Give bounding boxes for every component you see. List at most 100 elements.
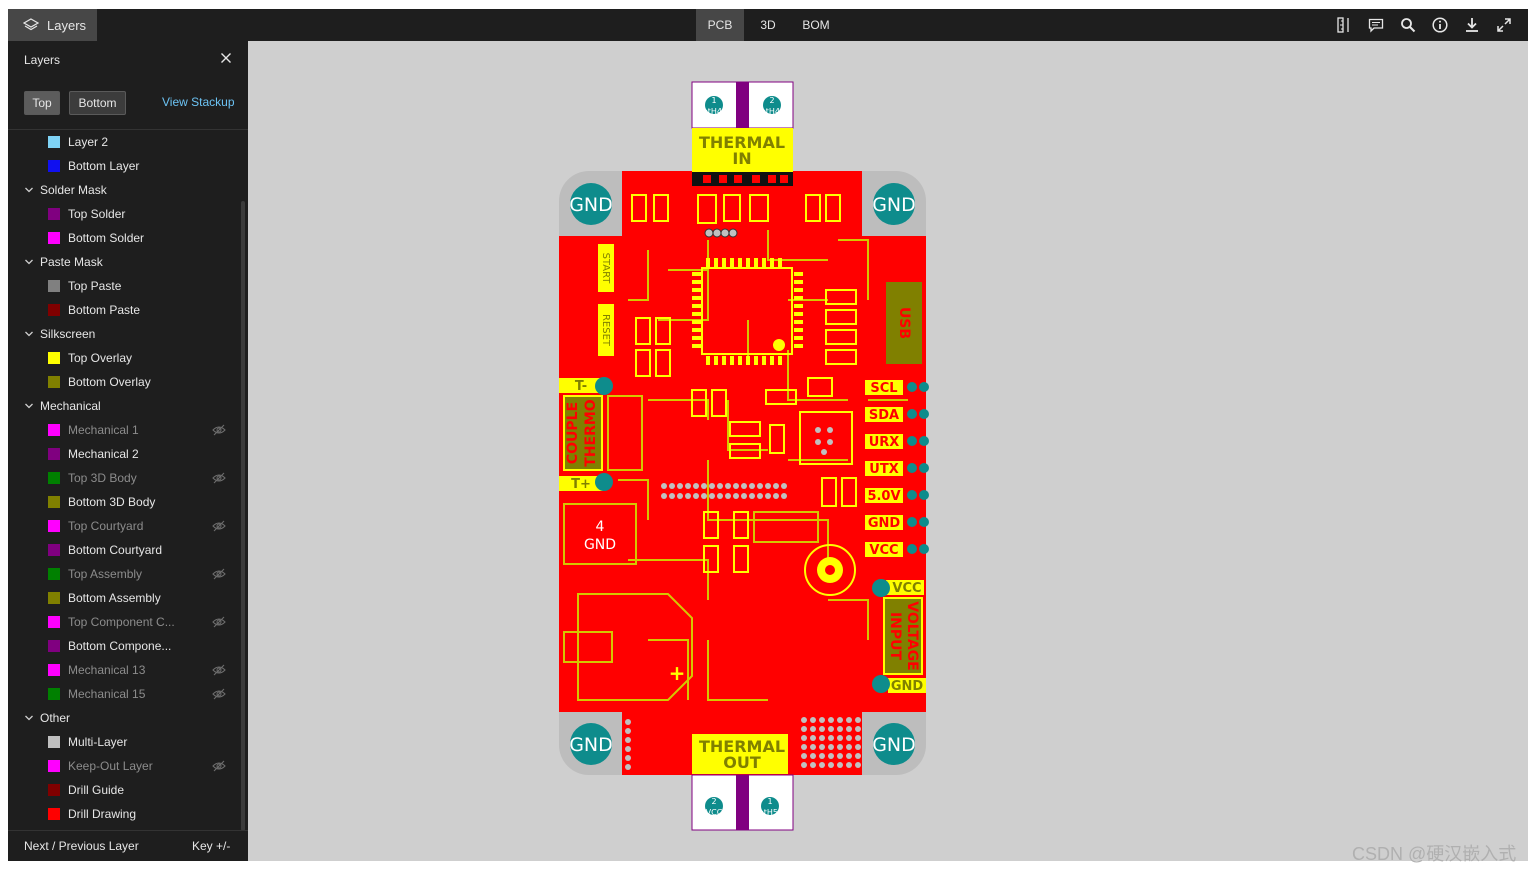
layer-item[interactable]: Bottom Layer [8, 154, 240, 178]
comments-button[interactable] [1360, 9, 1392, 41]
layer-color-swatch[interactable] [48, 304, 60, 316]
smd-component[interactable] [825, 194, 841, 222]
power-pad[interactable] [872, 675, 890, 693]
search-button[interactable] [1392, 9, 1424, 41]
smd-component[interactable] [729, 443, 761, 459]
smd-component[interactable] [635, 317, 651, 345]
through-hole-pad[interactable] [763, 96, 781, 114]
layer-item[interactable]: Top Paste [8, 274, 240, 298]
eye-off-icon[interactable] [212, 759, 226, 773]
layer-item[interactable]: Mechanical 13 [8, 658, 240, 682]
smd-component[interactable] [711, 389, 727, 417]
layer-item[interactable]: Top Assembly [8, 562, 240, 586]
smd-component[interactable] [697, 194, 717, 224]
layer-item[interactable]: Mechanical 15 [8, 682, 240, 706]
eye-off-icon[interactable] [212, 615, 226, 629]
chevron-down-icon[interactable] [24, 401, 34, 411]
smd-component[interactable] [825, 329, 857, 345]
smd-component[interactable] [703, 545, 719, 573]
layer-color-swatch[interactable] [48, 688, 60, 700]
layer-color-swatch[interactable] [48, 472, 60, 484]
layer-color-swatch[interactable] [48, 136, 60, 148]
chevron-down-icon[interactable] [24, 185, 34, 195]
sensor-chip[interactable] [799, 411, 853, 465]
smd-component[interactable] [825, 309, 857, 325]
info-button[interactable] [1424, 9, 1456, 41]
header-pin[interactable] [907, 463, 917, 473]
eye-off-icon[interactable] [212, 471, 226, 485]
smd-component[interactable] [807, 377, 833, 397]
fullscreen-button[interactable] [1488, 9, 1520, 41]
eye-off-icon[interactable] [212, 663, 226, 677]
layer-color-swatch[interactable] [48, 352, 60, 364]
layer-color-swatch[interactable] [48, 592, 60, 604]
layer-color-swatch[interactable] [48, 808, 60, 820]
header-pin[interactable] [907, 544, 917, 554]
layer-color-swatch[interactable] [48, 376, 60, 388]
layer-group-mechanical[interactable]: Mechanical [8, 394, 240, 418]
mounting-hole[interactable] [873, 183, 915, 225]
smd-component[interactable] [723, 194, 741, 222]
layer-group-silkscreen[interactable]: Silkscreen [8, 322, 240, 346]
layer-item[interactable]: Bottom Paste [8, 298, 240, 322]
thermocouple-pad[interactable] [595, 473, 613, 491]
layer-item[interactable]: Bottom Assembly [8, 586, 240, 610]
layer-color-swatch[interactable] [48, 544, 60, 556]
smd-component[interactable] [825, 289, 857, 305]
layer-item[interactable]: Top Overlay [8, 346, 240, 370]
smd-component[interactable] [691, 389, 707, 417]
layer-item[interactable]: Mechanical 2 [8, 442, 240, 466]
layer-item[interactable]: Mechanical 1 [8, 418, 240, 442]
mounting-hole[interactable] [873, 723, 915, 765]
smd-component[interactable] [655, 349, 671, 377]
close-icon[interactable] [218, 50, 234, 66]
smd-component[interactable] [765, 389, 797, 405]
layer-color-swatch[interactable] [48, 424, 60, 436]
through-hole-pad[interactable] [705, 797, 723, 815]
layer-item[interactable]: Bottom Overlay [8, 370, 240, 394]
layer-color-swatch[interactable] [48, 640, 60, 652]
header-pin[interactable] [907, 517, 917, 527]
layers-panel-tab[interactable]: Layers [8, 9, 97, 41]
through-hole-pad[interactable] [761, 797, 779, 815]
mounting-hole[interactable] [570, 723, 612, 765]
layer-item[interactable]: Bottom Solder [8, 226, 240, 250]
layer-group-other[interactable]: Other [8, 706, 240, 730]
layer-group-solder-mask[interactable]: Solder Mask [8, 178, 240, 202]
chevron-down-icon[interactable] [24, 713, 34, 723]
layer-group-paste-mask[interactable]: Paste Mask [8, 250, 240, 274]
header-pin[interactable] [907, 382, 917, 392]
layer-item[interactable]: Drill Drawing [8, 802, 240, 826]
layer-item[interactable]: Multi-Layer [8, 730, 240, 754]
layer-color-swatch[interactable] [48, 760, 60, 772]
header-pin[interactable] [919, 544, 929, 554]
pcb-board-view[interactable]: THERMALIN1NetH4_12NetH4_1THERMALOUT2VCC1… [248, 41, 1528, 861]
smd-component[interactable] [733, 511, 749, 539]
layer-color-swatch[interactable] [48, 448, 60, 460]
layer-color-swatch[interactable] [48, 568, 60, 580]
layer-item[interactable]: Bottom Compone... [8, 634, 240, 658]
download-button[interactable] [1456, 9, 1488, 41]
smd-component[interactable] [769, 424, 785, 454]
layer-color-swatch[interactable] [48, 736, 60, 748]
thermocouple-pad[interactable] [595, 377, 613, 395]
smd-component[interactable] [729, 421, 761, 437]
chevron-down-icon[interactable] [24, 329, 34, 339]
mcu-chip[interactable] [701, 267, 793, 355]
layer-color-swatch[interactable] [48, 280, 60, 292]
layer-item[interactable]: Top Courtyard [8, 514, 240, 538]
layer-color-swatch[interactable] [48, 232, 60, 244]
layer-color-swatch[interactable] [48, 496, 60, 508]
layer-item[interactable]: Top Component C... [8, 610, 240, 634]
eye-off-icon[interactable] [212, 567, 226, 581]
smd-component[interactable] [749, 194, 769, 222]
layer-item[interactable]: Keep-Out Layer [8, 754, 240, 778]
view-stackup-link[interactable]: View Stackup [162, 95, 235, 109]
smd-component[interactable] [841, 477, 857, 507]
layer-color-swatch[interactable] [48, 664, 60, 676]
header-pin[interactable] [919, 463, 929, 473]
tab-pcb[interactable]: PCB [696, 9, 744, 41]
eye-off-icon[interactable] [212, 519, 226, 533]
header-pin[interactable] [907, 436, 917, 446]
